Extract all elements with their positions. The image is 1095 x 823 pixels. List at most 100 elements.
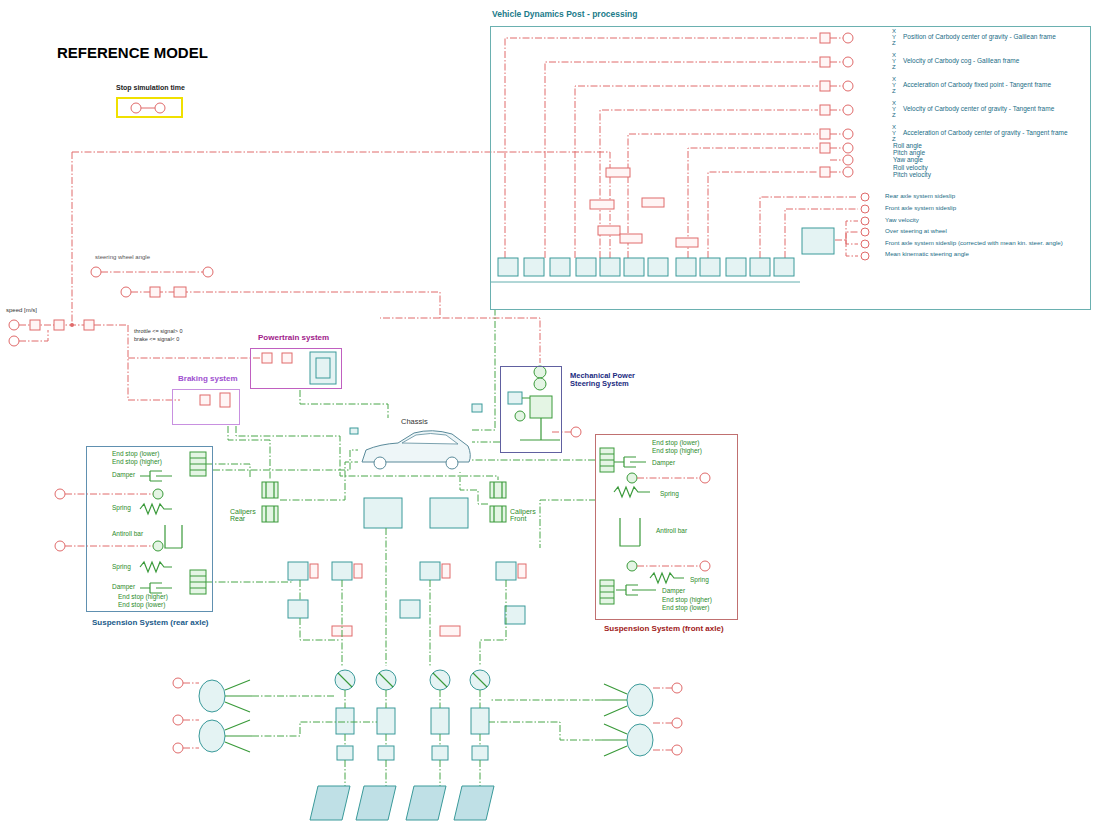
signal-wires	[820, 143, 830, 153]
post-processing-blocks	[490, 228, 834, 282]
group-border	[86, 446, 213, 612]
node-label: Suspension System (front axle)	[604, 625, 724, 633]
wheel-chain-icons	[337, 746, 353, 760]
rear-suspension-symbols	[190, 576, 206, 588]
annotation-label: Damper	[662, 588, 685, 595]
tyre-icons	[602, 684, 627, 756]
annotation-label: Antiroll bar	[656, 528, 687, 535]
signal-wires	[9, 320, 19, 330]
post-processing-blocks	[524, 258, 544, 276]
signal-wires	[9, 336, 19, 346]
tyre-icons	[199, 680, 225, 712]
signal-wires	[861, 240, 869, 248]
annotation-label: Acceleration of Carbody fixed point - Ta…	[903, 82, 1051, 89]
signal-wires	[760, 197, 858, 258]
annotation-label: steering wheel angle	[95, 254, 150, 260]
annotation-label: Z	[892, 136, 896, 142]
caliper-icons	[266, 482, 502, 522]
wheel-chain-icons	[518, 564, 526, 578]
car-illustration	[430, 498, 468, 528]
signal-wires	[843, 81, 853, 91]
group-border	[490, 26, 1091, 310]
front-suspension-symbols	[650, 573, 684, 583]
wheel-chain-icons	[378, 746, 394, 760]
signal-wires	[545, 62, 818, 258]
annotation-label: Damper	[112, 472, 135, 479]
car-illustration	[350, 404, 482, 528]
wheel-chain-icons	[400, 600, 420, 618]
annotation-label: Y	[892, 34, 896, 40]
rear-suspension-symbols	[140, 504, 172, 514]
node-label: Powertrain system	[258, 334, 329, 342]
rear-suspension-symbols	[55, 489, 65, 499]
stop-time-block: Stop simulation time	[110, 84, 190, 120]
car-illustration	[446, 457, 458, 469]
signal-wires	[628, 134, 818, 258]
annotation-label: Z	[892, 112, 896, 118]
post-processing-blocks	[676, 258, 696, 276]
steering-icons	[515, 411, 525, 421]
rear-suspension-symbols	[165, 525, 182, 548]
connector-line	[472, 310, 495, 430]
wheel-chain-icons	[454, 786, 494, 820]
annotation-label: End stop (lower)	[118, 602, 165, 609]
signal-wires	[820, 33, 830, 43]
signal-wires	[843, 167, 853, 177]
signal-wires	[72, 152, 73, 325]
post-processing-blocks	[700, 258, 720, 276]
caliper-block: Calipers Rear	[228, 480, 280, 528]
wheel-chain-icons	[420, 562, 440, 580]
wheel-chain-icons	[332, 562, 352, 580]
signal-wires	[843, 33, 853, 43]
post-processing-blocks	[498, 258, 518, 276]
node-label: Calipers Rear	[230, 508, 260, 523]
annotation-label: Z	[892, 40, 896, 46]
chassis-block: Chassis	[358, 418, 472, 472]
signal-wires	[9, 33, 869, 407]
signal-wires	[380, 318, 440, 319]
signal-wires	[843, 143, 853, 153]
tyre-icons	[653, 688, 672, 750]
tyre-icons	[627, 724, 653, 756]
rear-suspension-symbols	[190, 458, 206, 470]
tyre-icons	[627, 684, 653, 716]
group-border	[250, 348, 342, 389]
signal-wires	[203, 267, 213, 277]
wheel-chain-icons	[505, 606, 525, 624]
wheel-chain-icons	[496, 562, 516, 580]
annotation-label: End stop (higher)	[662, 597, 712, 604]
signal-wires	[575, 86, 818, 258]
signal-wires	[843, 155, 853, 165]
tyre-icons	[672, 745, 682, 755]
front-suspension-symbols	[627, 561, 637, 571]
signal-wires	[282, 353, 292, 363]
wheel-chain-icons	[406, 786, 446, 820]
front-suspension-symbols	[614, 457, 646, 467]
signal-wires	[200, 395, 210, 405]
node-label: Suspension System (rear axle)	[92, 619, 209, 627]
signal-wires	[861, 252, 869, 260]
front-suspension-symbols	[637, 478, 700, 566]
signal-wires	[688, 148, 818, 258]
signal-wires	[676, 238, 698, 247]
annotation-label: End stop (lower)	[112, 451, 159, 458]
front-suspension-symbols	[616, 585, 656, 595]
tyre-icons	[173, 743, 183, 753]
caliper-icons	[262, 482, 506, 522]
annotation-label: Acceleration of Carbody center of gravit…	[903, 130, 1068, 137]
signal-wires	[820, 81, 830, 91]
front-suspension-symbols	[700, 473, 710, 483]
signal-wires	[846, 232, 858, 256]
signal-wires	[820, 57, 830, 67]
annotation-label: Velocity of Carbody cog - Galilean frame	[903, 58, 1019, 65]
powertrain-group: Powertrain system	[250, 334, 344, 390]
annotation-label: Pitch velocity	[893, 172, 931, 179]
annotation-label: Y	[892, 82, 896, 88]
connector-line	[472, 460, 595, 461]
stop-icons	[141, 108, 155, 109]
annotation-label: X	[892, 28, 896, 34]
annotation-label: Spring	[660, 491, 679, 498]
connector-line	[472, 442, 500, 443]
